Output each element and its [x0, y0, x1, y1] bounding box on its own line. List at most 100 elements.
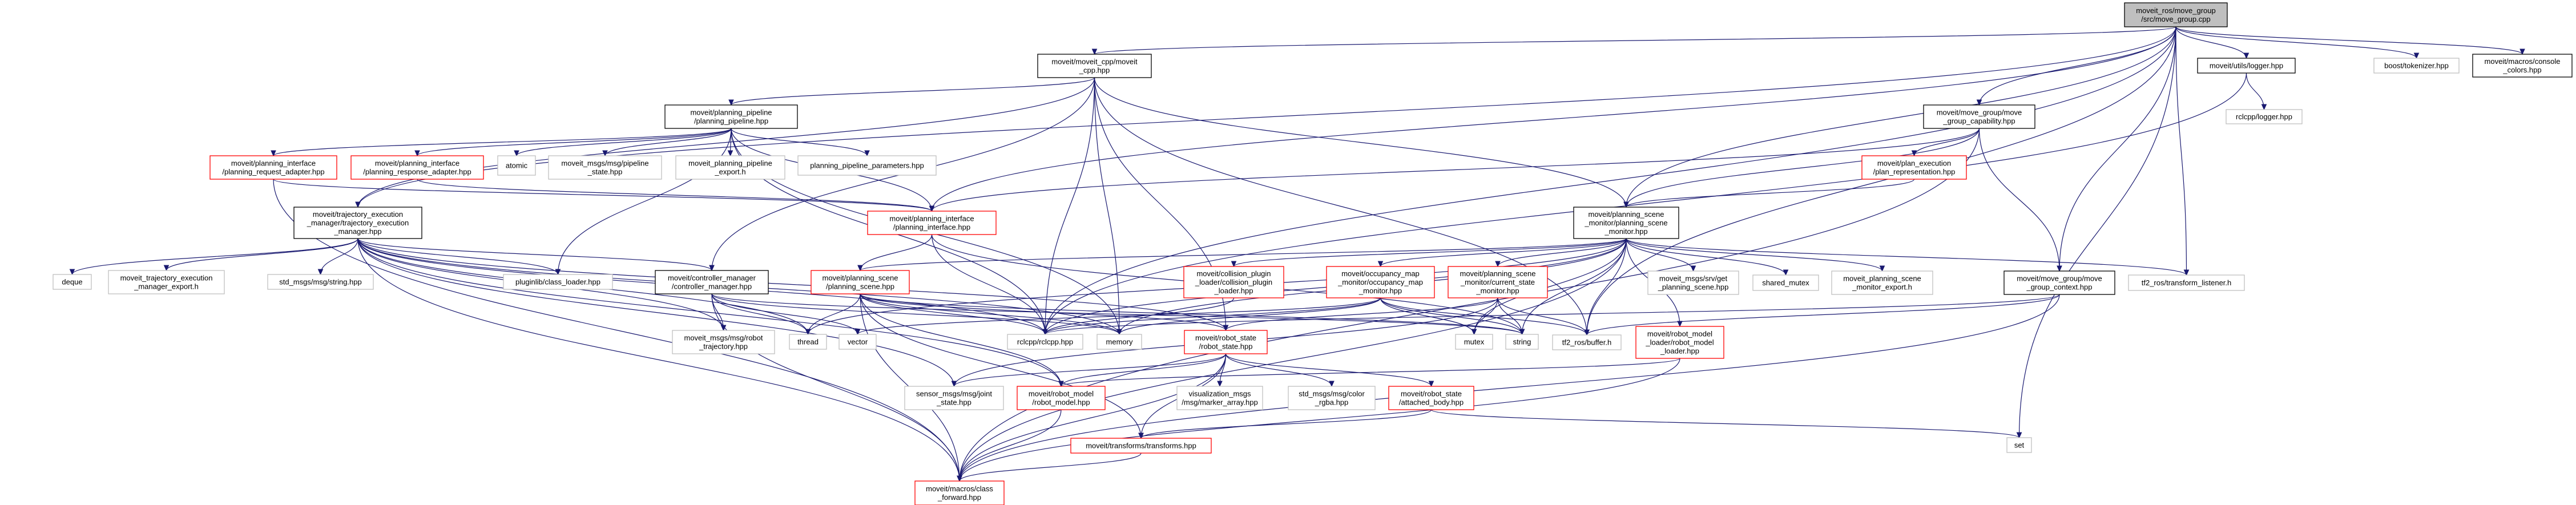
node-thread: thread — [789, 334, 827, 350]
arrowhead-icon — [1976, 99, 1982, 106]
node-attached-body[interactable]: moveit/robot_state/attached_body.hpp — [1388, 386, 1474, 410]
node-label-line: moveit/moveit_cpp/moveit — [1051, 58, 1138, 66]
node-console-colors[interactable]: moveit/macros/console_colors.hpp — [2472, 54, 2573, 78]
node-robot-model[interactable]: moveit/robot_model/robot_model.hpp — [1017, 386, 1106, 410]
edge-move_group_capability-to-planning_interface — [929, 128, 1980, 212]
node-label-line: _trajectory.hpp — [699, 342, 748, 351]
node-robot-trajectory: moveit_msgs/msg/robot_trajectory.hpp — [672, 330, 775, 354]
edge-line — [1119, 297, 1381, 335]
edge-line — [860, 238, 1627, 271]
arrowhead-icon — [1783, 269, 1789, 276]
edge-psm-to-psm_export — [1626, 238, 1885, 272]
node-move-group-capability[interactable]: moveit/move_group/move_group_capability.… — [1923, 104, 2035, 129]
node-box — [548, 155, 662, 180]
node-box — [797, 155, 937, 176]
node-planning-pipeline[interactable]: moveit/planning_pipeline/planning_pipeli… — [664, 104, 798, 129]
node-label-line: moveit/trajectory_execution — [313, 210, 403, 219]
arrowhead-icon — [1058, 381, 1064, 387]
edge-line — [1626, 238, 2187, 276]
edge-line — [1497, 238, 1627, 267]
node-box — [1070, 438, 1212, 454]
node-planning-scene[interactable]: moveit/planning_scene/planning_scene.hpp — [811, 270, 910, 294]
node-label-line: /planning_response_adapter.hpp — [363, 168, 471, 176]
node-psm[interactable]: moveit/planning_scene_monitor/planning_s… — [1573, 207, 1679, 239]
node-collision-plugin[interactable]: moveit/collision_plugin_loader/collision… — [1183, 266, 1284, 298]
node-box — [867, 211, 997, 235]
node-box — [209, 155, 337, 180]
node-robot-model-loader[interactable]: moveit/robot_model_loader/robot_model_lo… — [1635, 326, 1724, 359]
node-pluginlib: pluginlib/class_loader.hpp — [503, 274, 613, 290]
node-boost-tokenizer: boost/tokenizer.hpp — [2373, 58, 2460, 74]
arrowhead-icon — [957, 475, 962, 482]
node-pipeline-state: moveit_msgs/msg/pipeline_state.hpp — [548, 155, 662, 180]
node-label-line: moveit/planning_scene — [823, 274, 898, 282]
node-std-string: std_msgs/msg/string.hpp — [267, 274, 374, 290]
node-move-group-context[interactable]: moveit/move_group/move_group_context.hpp — [2003, 270, 2115, 295]
node-box — [2373, 58, 2460, 74]
edge-psm-to-occupancy — [1377, 238, 1627, 268]
node-label-line: sensor_msgs/msg/joint — [916, 390, 992, 398]
edge-line — [959, 453, 1142, 482]
edge-line — [357, 238, 955, 387]
edge-line — [959, 128, 1980, 482]
node-label-line: std_msgs/msg/string.hpp — [279, 278, 362, 286]
node-box — [2472, 54, 2573, 78]
node-box — [503, 274, 613, 290]
edge-line — [1626, 238, 1694, 272]
edge-tem-to-tem_export — [163, 238, 358, 272]
node-shared-mutex: shared_mutex — [1752, 274, 1819, 291]
arrowhead-icon — [1428, 381, 1434, 387]
node-plan-representation[interactable]: moveit/plan_execution/plan_representatio… — [1861, 155, 1967, 180]
node-moveit-cpp[interactable]: moveit/moveit_cpp/moveit_cpp.hpp — [1037, 54, 1152, 78]
edge-main-to-move_group_capability — [1976, 26, 2176, 106]
node-label-line: rclcpp/logger.hpp — [2236, 112, 2292, 121]
node-controller-manager[interactable]: moveit/controller_manager/controller_man… — [655, 270, 769, 294]
edge-line — [357, 77, 1095, 208]
edge-line — [417, 179, 933, 212]
node-label-line: moveit_ros/move_group — [2136, 6, 2215, 15]
node-box — [1007, 334, 1083, 350]
edge-line — [357, 238, 559, 275]
node-main[interactable]: moveit_ros/move_group/src/move_group.cpp — [2124, 2, 2228, 27]
node-marker-array: visualization_msgs/msg/marker_array.hpp — [1176, 386, 1263, 410]
node-label-line: _group_capability.hpp — [1942, 117, 2015, 126]
node-request-adapter[interactable]: moveit/planning_interface/planning_reque… — [209, 155, 337, 180]
edge-line — [1061, 358, 1680, 387]
node-label-line: moveit_msgs/srv/get — [1659, 274, 1728, 283]
edge-attached_body-to-set — [1430, 409, 2022, 439]
node-robot-state[interactable]: moveit/robot_state/robot_state.hpp — [1184, 330, 1268, 354]
edge-line — [1094, 77, 1587, 336]
edge-main-to-tf2_listener — [2175, 26, 2190, 276]
edge-line — [1978, 128, 2060, 272]
edge-main-to-moveit_cpp — [1091, 26, 2176, 55]
node-utils-logger[interactable]: moveit/utils/logger.hpp — [2197, 58, 2296, 74]
node-occupancy[interactable]: moveit/occupancy_map_monitor/occupancy_m… — [1326, 266, 1435, 298]
node-box — [2197, 58, 2296, 74]
edge-plan_representation-to-psm — [1623, 179, 1915, 208]
node-current-state[interactable]: moveit/planning_scene_monitor/current_st… — [1448, 266, 1548, 298]
edge-robot_state-to-color_rgba — [1225, 353, 1335, 387]
edge-utils_logger-to-rclcpp — [1042, 72, 2247, 336]
edge-planning_pipeline-to-atomic — [514, 128, 732, 157]
node-label-line: moveit/planning_interface — [231, 159, 316, 168]
edge-line — [2175, 26, 2247, 59]
arrowhead-icon — [271, 150, 276, 157]
edge-line — [1586, 294, 2060, 336]
node-label-line: moveit_msgs/msg/robot — [684, 334, 763, 342]
edge-planning_pipeline-to-response_adapter — [414, 128, 732, 157]
node-response-adapter[interactable]: moveit/planning_interface/planning_respo… — [350, 155, 484, 180]
arrowhead-icon — [1677, 321, 1683, 328]
node-transforms[interactable]: moveit/transforms/transforms.hpp — [1070, 438, 1212, 454]
edge-line — [1140, 409, 1432, 439]
node-planning-interface[interactable]: moveit/planning_interface/planning_inter… — [867, 211, 997, 235]
edge-response_adapter-to-planning_interface — [417, 179, 935, 212]
edge-psm-to-tf2_listener — [1626, 238, 2190, 276]
node-tem[interactable]: moveit/trajectory_execution_manager/traj… — [293, 207, 422, 239]
node-label-line: memory — [1106, 338, 1133, 346]
node-box — [675, 155, 785, 180]
node-box — [1448, 266, 1548, 298]
node-label-line: /src/move_group.cpp — [2141, 15, 2210, 23]
node-class-forward[interactable]: moveit/macros/class_forward.hpp — [914, 480, 1005, 505]
node-box — [53, 274, 92, 290]
